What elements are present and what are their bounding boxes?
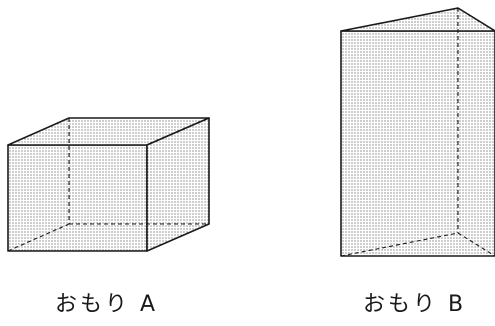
weight-b-label: おもり B xyxy=(363,292,467,317)
weight-a-side-face xyxy=(146,117,210,252)
weight-b-hidden-edges xyxy=(340,8,495,257)
weight-a-front-face xyxy=(7,144,148,252)
weight-b-prism xyxy=(340,7,495,257)
weight-b-front-face xyxy=(340,30,495,257)
weight-a-prism xyxy=(7,117,210,252)
weight-a-hidden-edges xyxy=(7,118,209,252)
weight-a-label: おもり A xyxy=(55,292,159,317)
weight-b-top-face xyxy=(340,7,495,32)
